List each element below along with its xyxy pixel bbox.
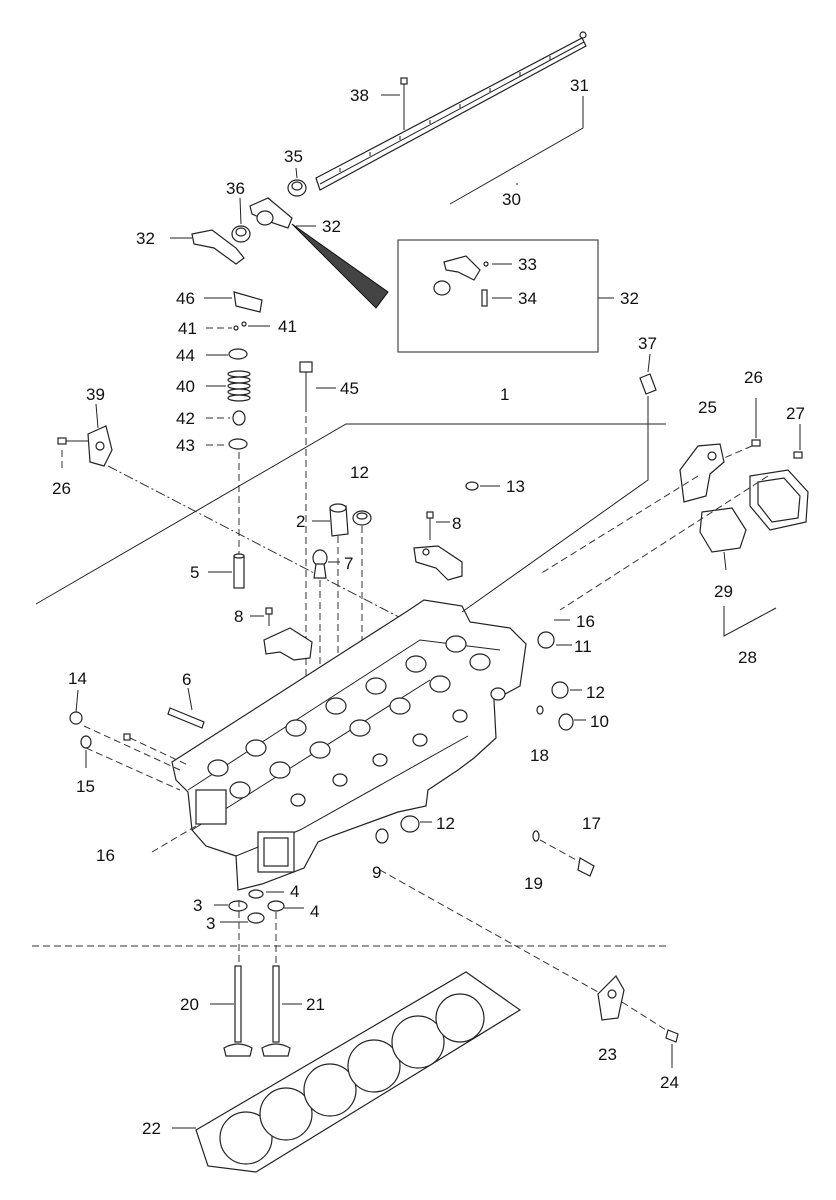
callout-3: 3 (193, 896, 202, 915)
callout-labels: 1 2 3 3 4 4 5 6 7 8 8 9 10 11 12 12 12 1… (52, 76, 805, 1138)
callout-29: 29 (714, 582, 733, 601)
callout-43: 43 (176, 436, 195, 455)
side-plugs (375, 631, 595, 877)
callout-8: 8 (234, 607, 243, 626)
callout-18: 18 (530, 746, 549, 765)
callout-26: 26 (52, 479, 71, 498)
callout-5: 5 (190, 563, 199, 582)
callout-32: 32 (136, 229, 155, 248)
callout-16: 16 (576, 612, 595, 631)
callout-16: 16 (96, 846, 115, 865)
callout-46: 46 (176, 289, 195, 308)
callout-22: 22 (142, 1119, 161, 1138)
callout-24: 24 (660, 1073, 679, 1092)
lifting-bracket (57, 425, 113, 467)
callout-1: 1 (500, 385, 509, 404)
clamp (250, 511, 463, 661)
callout-3: 3 (206, 914, 215, 933)
cylinder-head (171, 599, 527, 891)
rocker-arm (191, 197, 293, 265)
callout-14: 14 (68, 669, 87, 688)
callout-4: 4 (290, 882, 299, 901)
callout-39: 39 (86, 385, 105, 404)
callout-17: 17 (582, 814, 601, 833)
callout-36: 36 (226, 179, 245, 198)
callout-7: 7 (344, 554, 353, 573)
callout-33: 33 (518, 255, 537, 274)
bushing (231, 179, 307, 243)
valve-seats (228, 889, 285, 924)
rocker-inset-box (397, 239, 614, 353)
callout-41: 41 (278, 317, 297, 336)
valve-train (227, 291, 263, 450)
callout-11: 11 (574, 637, 592, 656)
callout-2: 2 (296, 512, 305, 531)
callout-40: 40 (176, 377, 195, 396)
callout-20: 20 (180, 995, 199, 1014)
callout-45: 45 (340, 379, 359, 398)
callout-32: 32 (620, 289, 639, 308)
cover-parts (639, 373, 809, 553)
head-bolt (299, 361, 313, 412)
callout-12: 12 (586, 683, 605, 702)
rocker-shaft (315, 31, 587, 191)
callout-15: 15 (76, 777, 95, 796)
plug (465, 481, 479, 491)
callout-23: 23 (598, 1045, 617, 1064)
callout-6: 6 (182, 670, 191, 689)
callout-28: 28 (738, 648, 757, 667)
callout-32: 32 (322, 217, 341, 236)
callout-37: 37 (638, 334, 657, 353)
callout-26: 26 (744, 368, 763, 387)
callout-38: 38 (350, 86, 369, 105)
callout-12: 12 (350, 463, 369, 482)
callout-27: 27 (786, 404, 805, 423)
callout-34: 34 (518, 289, 537, 308)
callout-12: 12 (436, 814, 455, 833)
callout-41: 41 (178, 319, 197, 338)
rear-bracket (597, 975, 679, 1043)
callout-44: 44 (176, 346, 195, 365)
shaft-bolt (400, 77, 408, 130)
callout-35: 35 (284, 147, 303, 166)
callout-31: 31 (570, 76, 589, 95)
callout-21: 21 (306, 995, 325, 1014)
callout-19: 19 (524, 874, 543, 893)
callout-10: 10 (590, 712, 609, 731)
callout-9: 9 (372, 863, 381, 882)
callout-42: 42 (176, 409, 195, 428)
callout-4: 4 (310, 902, 319, 921)
callout-8: 8 (452, 514, 461, 533)
callout-30: 30 (502, 190, 521, 209)
left-plugs (69, 711, 131, 749)
valves (223, 965, 291, 1057)
head-gasket (195, 971, 522, 1173)
dowel-pin (167, 553, 245, 729)
injector-sleeve (312, 503, 372, 579)
callout-13: 13 (506, 477, 525, 496)
callout-25: 25 (698, 398, 717, 417)
